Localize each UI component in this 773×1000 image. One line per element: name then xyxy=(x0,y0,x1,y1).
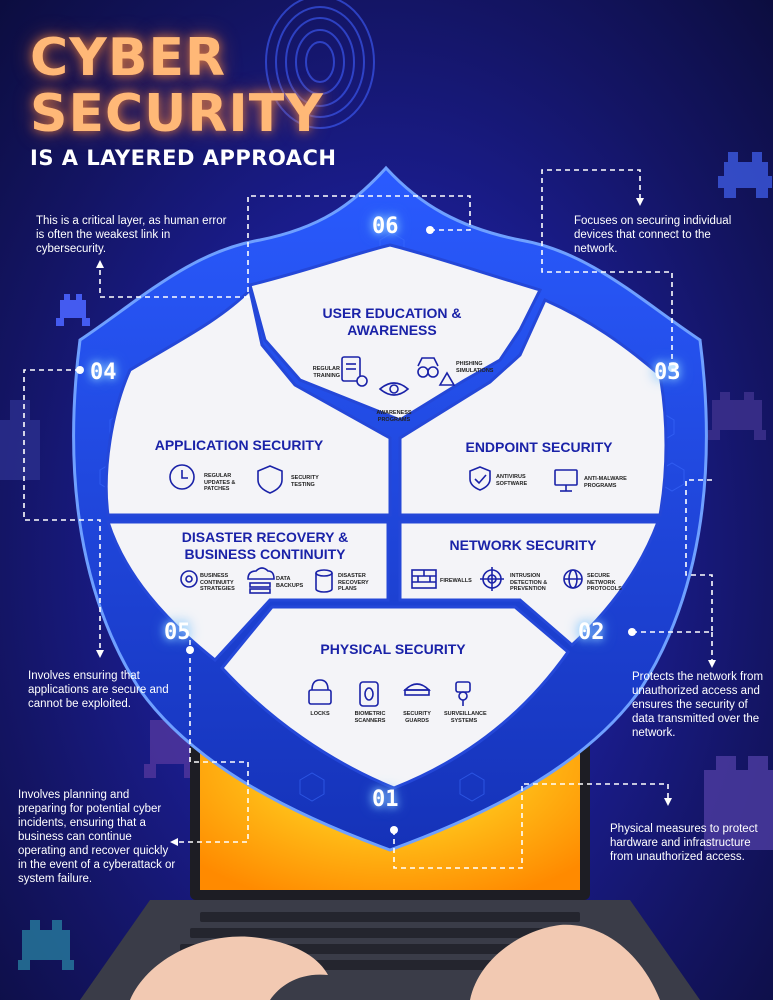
lock-icon xyxy=(308,679,332,705)
document-icon xyxy=(341,356,368,387)
layer-number-05: 05 xyxy=(164,620,191,645)
layer-number-04: 04 xyxy=(90,360,117,385)
panel-application xyxy=(104,286,392,517)
item-recovery-plans: DISASTER RECOVERY PLANS xyxy=(338,573,369,592)
cloud-icon xyxy=(247,567,275,594)
item-antivirus-software: ANTIVIRUS SOFTWARE xyxy=(496,474,528,487)
camera-icon xyxy=(455,681,471,706)
item-anti-malware: ANTI-MALWARE PROGRAMS xyxy=(584,476,627,489)
panel-disaster xyxy=(105,520,390,663)
description-05: Involves planning and preparing for pote… xyxy=(18,789,176,885)
pixel-invader-icon xyxy=(56,294,90,326)
section-title-disaster: DISASTER RECOVERY & BUSINESS CONTINUITY xyxy=(181,529,349,562)
item-firewalls: FIREWALLS xyxy=(440,578,472,584)
description-06: This is a critical layer, as human error… xyxy=(36,215,227,255)
fingerprint-icon xyxy=(265,0,375,129)
clock-icon xyxy=(169,464,195,490)
pixel-invader-icon xyxy=(708,392,766,440)
section-title-endpoint: ENDPOINT SECURITY xyxy=(465,439,613,455)
description-02: Protects the network from unauthorized a… xyxy=(632,671,764,739)
pixel-invader-icon xyxy=(718,152,772,198)
description-03: Focuses on securing individual devices t… xyxy=(574,215,732,255)
title-line-1: CYBER xyxy=(30,28,227,88)
item-locks: LOCKS xyxy=(310,711,330,717)
layer-number-02: 02 xyxy=(578,620,605,645)
item-secure-protocols: SECURE NETWORK PROTOCOLS xyxy=(587,573,622,592)
database-icon xyxy=(315,569,333,593)
item-regular-updates: REGULAR UPDATES & PATCHES xyxy=(204,473,236,492)
gear-icon xyxy=(180,570,198,588)
item-awareness-programs: AWARENESS PROGRAMS xyxy=(376,410,412,423)
fingerprint-icon xyxy=(359,681,379,707)
pixel-invader-icon xyxy=(0,400,40,480)
item-phishing-simulations: PHISHING SIMULATIONS xyxy=(456,361,494,374)
panel-endpoint xyxy=(398,298,668,517)
layer-number-03: 03 xyxy=(654,360,681,385)
guard-cap-icon xyxy=(403,683,431,696)
layer-number-01: 01 xyxy=(372,787,399,812)
antivirus-icon xyxy=(469,466,491,491)
item-data-backups: DATA BACKUPS xyxy=(276,576,304,589)
description-04: Involves ensuring that applications are … xyxy=(28,670,169,710)
item-security-testing: SECURITY TESTING xyxy=(291,475,319,488)
shield-icon xyxy=(257,465,283,494)
item-regular-training: REGULAR TRAINING xyxy=(312,366,340,379)
section-title-network: NETWORK SECURITY xyxy=(449,537,597,553)
description-01: Physical measures to protect hardware an… xyxy=(610,823,758,863)
title-line-2: SECURITY xyxy=(30,84,324,144)
subtitle: IS A LAYERED APPROACH xyxy=(30,146,337,170)
item-intrusion-detection: INTRUSION DETECTION & PREVENTION xyxy=(510,573,548,592)
target-icon xyxy=(480,567,504,591)
panel-physical xyxy=(220,605,571,790)
section-title-physical: PHYSICAL SECURITY xyxy=(320,641,466,657)
panel-network xyxy=(398,520,661,648)
pixel-invader-icon xyxy=(18,920,74,970)
network-globe-icon xyxy=(563,569,583,589)
eye-icon xyxy=(378,382,410,396)
item-surveillance-systems: SURVEILLANCE SYSTEMS xyxy=(444,711,487,724)
layer-number-06: 06 xyxy=(372,214,399,239)
monitor-icon xyxy=(554,469,578,492)
item-security-guards: SECURITY GUARDS xyxy=(403,711,431,724)
pixel-invader-icon xyxy=(704,756,773,850)
panel-user-education xyxy=(248,243,543,422)
section-title-application: APPLICATION SECURITY xyxy=(154,437,324,453)
firewall-icon xyxy=(411,569,437,589)
item-continuity-strategies: BUSINESS CONTINUITY STRATEGIES xyxy=(200,573,235,592)
phishing-icon xyxy=(417,357,456,386)
section-title-user-education: USER EDUCATION & AWARENESS xyxy=(322,305,462,338)
item-biometric-scanners: BIOMETRIC SCANNERS xyxy=(354,711,386,724)
